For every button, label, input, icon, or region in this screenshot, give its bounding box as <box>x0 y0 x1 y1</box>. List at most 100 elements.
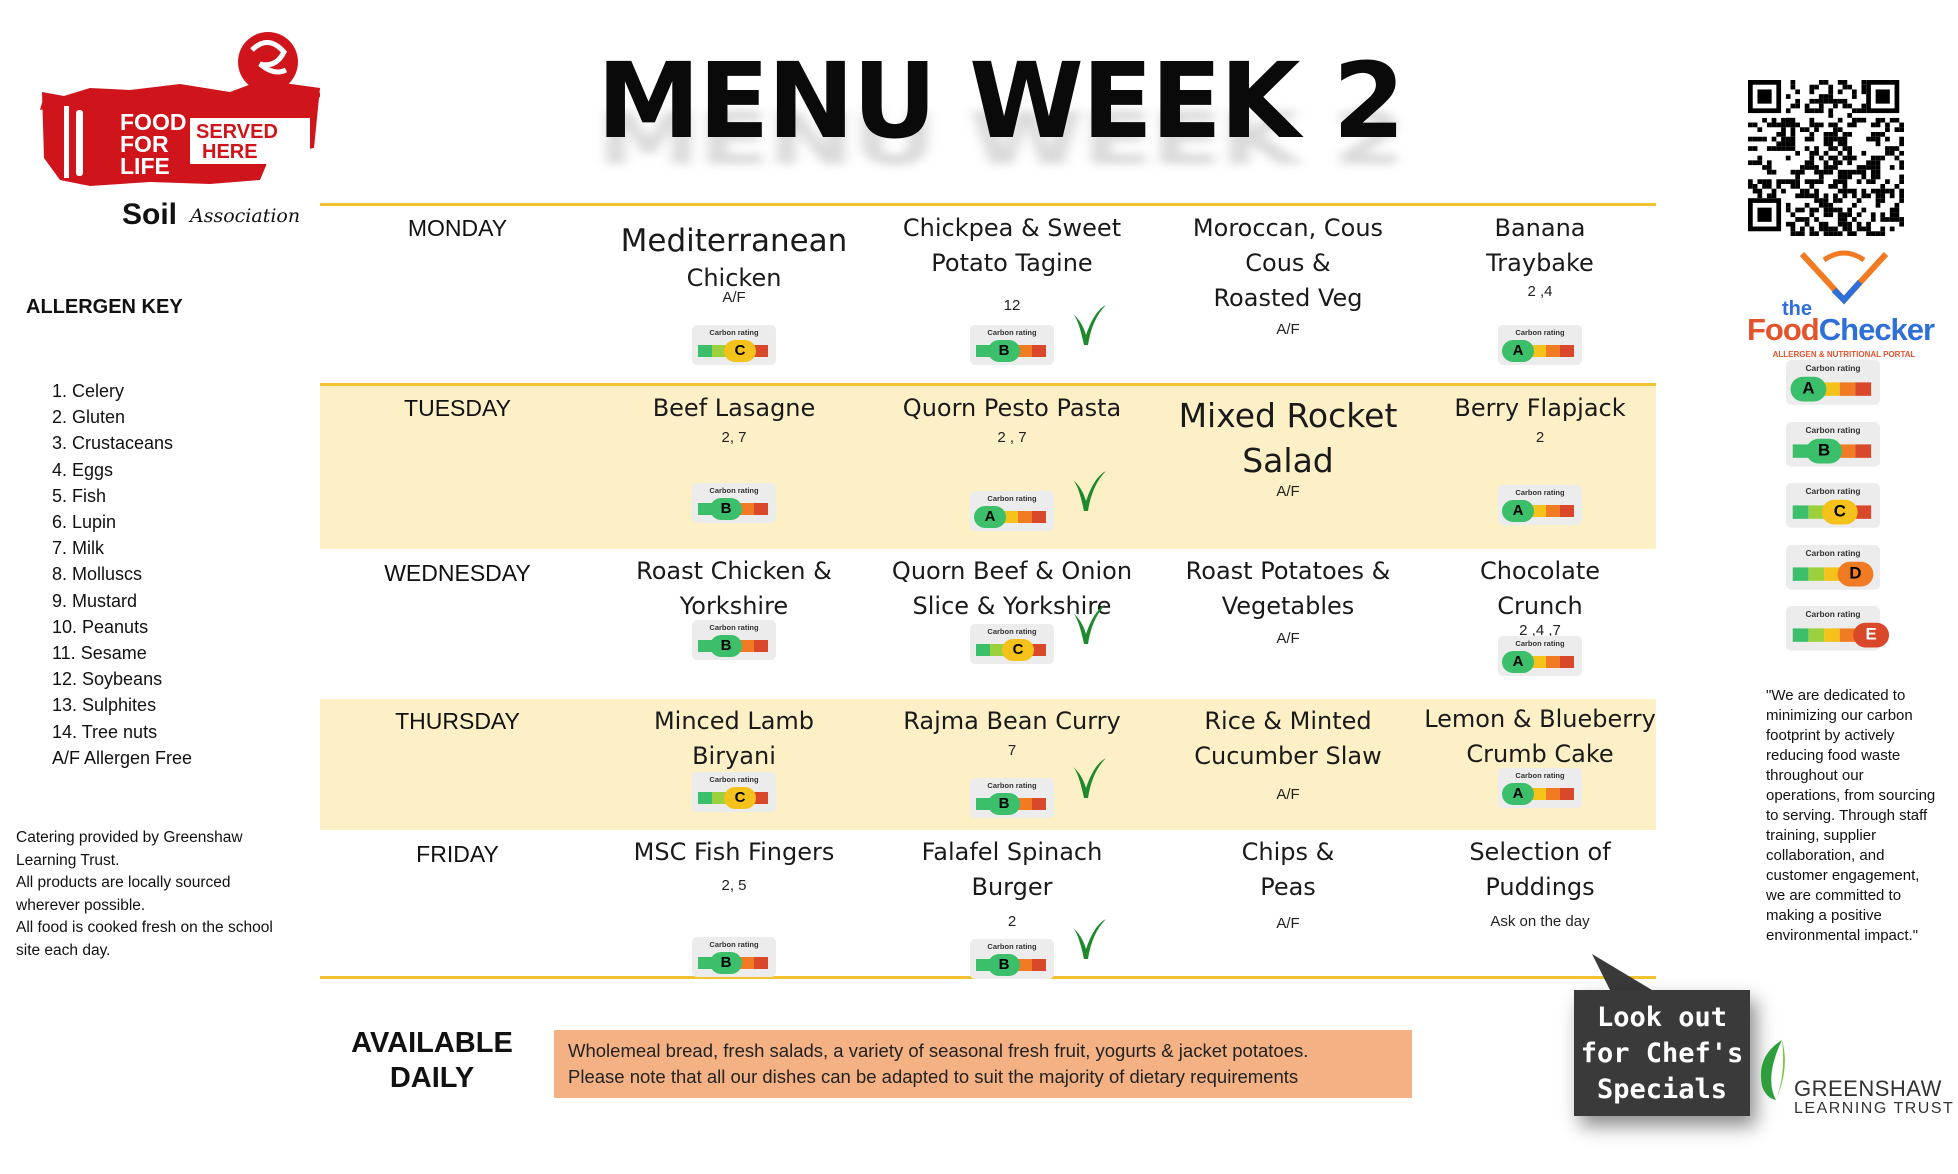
carbon-rating-label: Carbon rating <box>987 328 1037 337</box>
dish-name: Berry Flapjack <box>1454 394 1626 422</box>
carbon-rating-label: Carbon rating <box>1515 328 1565 337</box>
chef-specials-callout: Look out for Chef's Specials <box>1574 990 1750 1116</box>
allergen-item: 5. Fish <box>52 485 107 506</box>
dish-allergens: Ask on the day <box>1490 913 1590 930</box>
dish-name: MSC Fish Fingers <box>633 838 835 866</box>
allergen-item: 10. Peanuts <box>52 616 149 637</box>
carbon-rating-label: Carbon rating <box>709 940 759 949</box>
dish-allergens: 2 <box>1007 913 1017 930</box>
vegetarian-icon <box>1072 758 1106 798</box>
available-text: Wholemeal bread, fresh salads, a variety… <box>568 1040 1309 1061</box>
carbon-rating-grade: C <box>724 787 756 809</box>
svg-text:Soil: Soil <box>122 198 177 231</box>
svg-text:FOR: FOR <box>120 131 169 157</box>
dish-name: Quorn Pesto Pasta <box>902 394 1122 422</box>
dish-allergens: A/F <box>1276 630 1300 647</box>
carbon-rating-grade: A <box>1502 783 1534 805</box>
allergen-item: 3. Crustaceans <box>52 433 174 454</box>
allergen-item: 9. Mustard <box>52 590 138 611</box>
dish-name: Roast Chicken &Yorkshire <box>636 557 832 620</box>
carbon-rating-grade: A <box>974 506 1006 528</box>
carbon-rating-grade: B <box>710 498 742 520</box>
title-area: MENU WEEK 2 MENU WEEK 2 <box>560 40 1440 210</box>
carbon-rating-grade: A <box>1502 340 1534 362</box>
carbon-rating-label: Carbon rating <box>1805 547 1861 558</box>
allergen-item: 11. Sesame <box>52 643 147 664</box>
catering-line: All food is cooked fresh on the school s… <box>16 919 273 959</box>
carbon-rating-label: Carbon rating <box>1805 363 1861 374</box>
carbon-rating-label: Carbon rating <box>1515 488 1565 497</box>
dish-allergens: 2, 7 <box>721 429 747 446</box>
row-divider <box>320 203 1656 206</box>
food-checker-subtitle: ALLERGEN & NUTRITIONAL PORTAL <box>1772 350 1916 359</box>
dish-allergens: A/F <box>1276 483 1300 500</box>
allergen-item: 7. Milk <box>52 538 105 559</box>
carbon-rating-label: Carbon rating <box>1805 486 1861 497</box>
vegetarian-icon <box>1072 305 1106 345</box>
carbon-rating-label: Carbon rating <box>709 775 759 784</box>
day-label: WEDNESDAY <box>384 560 531 586</box>
day-label: FRIDAY <box>416 841 499 867</box>
vegetarian-icon <box>1072 604 1106 644</box>
food-checker-logo: the FoodChecker ALLERGEN & NUTRITIONAL P… <box>1742 250 1942 360</box>
page-title: MENU WEEK 2 <box>596 40 1405 162</box>
day-label: THURSDAY <box>395 708 520 734</box>
carbon-rating-label: Carbon rating <box>987 494 1037 503</box>
allergen-item: 8. Molluscs <box>52 564 143 585</box>
chef-hat-icon <box>1799 250 1889 305</box>
carbon-rating-label: Carbon rating <box>987 942 1037 951</box>
carbon-rating-grade: C <box>724 340 756 362</box>
carbon-rating-grade: A <box>1790 376 1827 402</box>
svg-text:LIFE: LIFE <box>120 153 170 179</box>
allergen-item: 14. Tree nuts <box>52 721 158 742</box>
allergen-item: 1. Celery <box>52 381 125 401</box>
leaf-icon <box>1760 1040 1785 1100</box>
food-checker-name: FoodChecker <box>1747 312 1935 347</box>
dish-allergens: A/F <box>1276 786 1300 803</box>
carbon-rating-label: Carbon rating <box>709 328 759 337</box>
dish-allergens: 12 <box>1003 297 1021 314</box>
dish-name: Beef Lasagne <box>652 394 816 422</box>
dish-allergens: 7 <box>1007 742 1017 759</box>
dish-allergens: 2 ,4 ,7 <box>1519 622 1561 639</box>
allergen-key-title: ALLERGEN KEY <box>26 296 183 318</box>
food-for-life-logo: FOOD FOR LIFE SERVED HERE Soil Associati… <box>40 32 320 231</box>
available-note: Please note that all our dishes can be a… <box>568 1066 1299 1087</box>
allergen-item: 6. Lupin <box>52 512 117 533</box>
food-checker-the: the <box>1782 298 1812 320</box>
dish-name: Rajma Bean Curry <box>903 707 1121 735</box>
carbon-rating-grade: C <box>1821 499 1858 525</box>
dish-name: Roast Potatoes &Vegetables <box>1185 557 1391 620</box>
logo-food: FOOD <box>120 109 186 135</box>
carbon-rating-grade: A <box>1502 651 1534 673</box>
carbon-rating-label: Carbon rating <box>987 781 1037 790</box>
speech-tail <box>1592 954 1652 994</box>
vegetarian-icon <box>1072 471 1106 511</box>
dish-allergens: A/F <box>1276 321 1300 338</box>
greenshaw-sub: LEARNING TRUST <box>1794 1100 1955 1117</box>
greenshaw-logo: GREENSHAW LEARNING TRUST <box>1756 1036 1956 1120</box>
carbon-rating-grade: B <box>988 793 1020 815</box>
available-daily-heading: AVAILABLE DAILY <box>351 1027 513 1094</box>
